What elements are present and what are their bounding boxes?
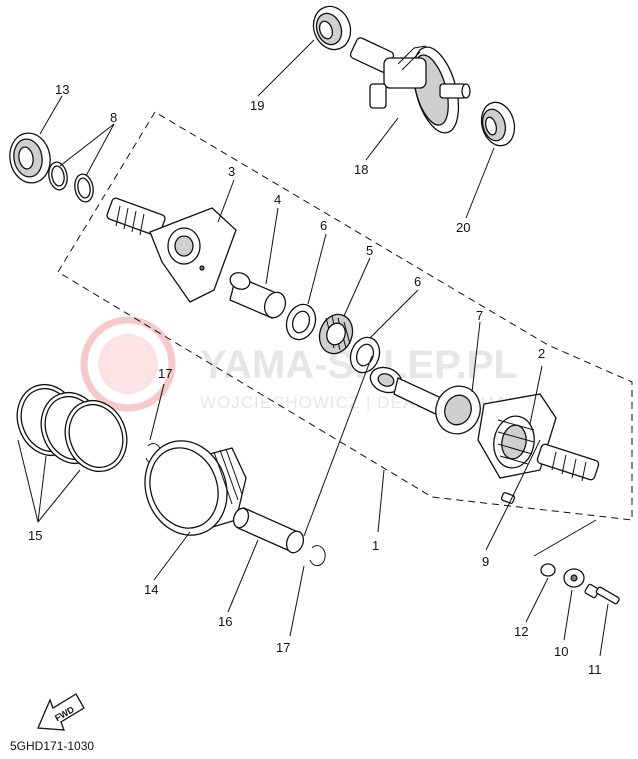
woodruff-key-part-9 bbox=[500, 492, 516, 504]
part-label-18: 18 bbox=[354, 162, 368, 177]
piston-part-14 bbox=[144, 440, 247, 536]
part-labels: 13 8 3 4 6 5 6 7 2 19 18 20 17 15 14 16 … bbox=[28, 82, 602, 677]
diagram-code: 5GHD171-1030 bbox=[10, 739, 94, 753]
part-label-14: 14 bbox=[144, 582, 158, 597]
part-label-16: 16 bbox=[218, 614, 232, 629]
part-label-17a: 17 bbox=[158, 366, 172, 381]
part-label-17b: 17 bbox=[276, 640, 290, 655]
part-label-6b: 6 bbox=[414, 274, 421, 289]
part-label-5: 5 bbox=[366, 243, 373, 258]
right-crank-part-2 bbox=[477, 393, 600, 482]
part-label-20: 20 bbox=[456, 220, 470, 235]
thrust-washer-part-6a bbox=[285, 303, 317, 341]
circlip-part-17b bbox=[309, 545, 326, 567]
thrust-washer-part-6b bbox=[349, 336, 381, 374]
part-label-19: 19 bbox=[250, 98, 264, 113]
balancer-shaft-part bbox=[349, 37, 471, 134]
connecting-rod-part-7 bbox=[369, 366, 481, 435]
o-ring-part-12 bbox=[540, 563, 556, 577]
washer-part-10 bbox=[563, 568, 585, 588]
part-label-13: 13 bbox=[55, 82, 69, 97]
part-label-8: 8 bbox=[110, 110, 117, 125]
part-label-1: 1 bbox=[372, 538, 379, 553]
part-label-3: 3 bbox=[228, 164, 235, 179]
part-label-2: 2 bbox=[538, 346, 545, 361]
bearing-part-20 bbox=[480, 101, 516, 147]
part-label-11: 11 bbox=[588, 662, 602, 677]
part-label-12: 12 bbox=[514, 624, 528, 639]
left-crank-part-3 bbox=[106, 197, 237, 303]
piston-pin-part-16 bbox=[232, 507, 305, 554]
part-label-7: 7 bbox=[476, 308, 483, 323]
part-label-15: 15 bbox=[28, 528, 42, 543]
leader-lines bbox=[17, 39, 609, 657]
shim-washers-part-8 bbox=[48, 161, 94, 203]
bolt-part-11 bbox=[584, 583, 620, 605]
bearing-part-19 bbox=[312, 5, 352, 51]
piston-rings-part-15 bbox=[16, 383, 128, 473]
part-label-10: 10 bbox=[554, 644, 568, 659]
bearing-part-13 bbox=[9, 132, 51, 184]
part-label-6a: 6 bbox=[320, 218, 327, 233]
part-label-4: 4 bbox=[274, 192, 281, 207]
needle-bearing-part-5 bbox=[318, 313, 354, 355]
fwd-arrow-icon: FWD bbox=[37, 693, 85, 731]
crank-pin-part-4 bbox=[229, 272, 287, 319]
part-label-9: 9 bbox=[482, 554, 489, 569]
